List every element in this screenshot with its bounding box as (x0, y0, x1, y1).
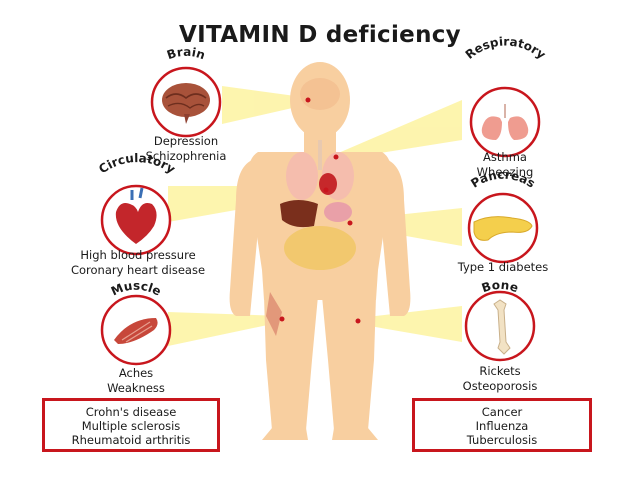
condition-text: Osteoporosis (462, 379, 538, 393)
brain-shadow (300, 78, 340, 110)
intestines (284, 226, 356, 270)
trachea (318, 140, 322, 170)
anchor-dots (279, 97, 361, 324)
box-item: Multiple sclerosis (81, 419, 181, 433)
brain-icon (162, 83, 210, 124)
dot-brain (305, 97, 311, 103)
diagram-title: VITAMIN D deficiency (179, 22, 461, 48)
heart (319, 173, 337, 195)
caption-circulatory: High blood pressure Coronary heart disea… (48, 248, 228, 278)
dot-bone (355, 318, 361, 324)
box-other: Cancer Influenza Tuberculosis (412, 398, 592, 452)
condition-text: Wheezing (476, 165, 534, 179)
organ-circle-bone: Bone (464, 278, 536, 362)
beam-muscle (168, 312, 282, 346)
foot-left (262, 428, 308, 440)
caption-bone: Rickets Osteoporosis (440, 364, 560, 394)
organ-circle-muscle: Muscle (100, 279, 172, 366)
condition-text: Rickets (479, 364, 521, 378)
condition-text: Depression (153, 134, 219, 148)
dot-pancreas (347, 220, 353, 226)
beam-brain (222, 86, 310, 124)
beam-bone (358, 306, 462, 342)
foot-right (332, 428, 378, 440)
condition-text: Schizophrenia (145, 149, 227, 163)
box-item: Tuberculosis (466, 433, 538, 447)
arm-left (229, 160, 262, 316)
box-item: Influenza (475, 419, 529, 433)
condition-text: Aches (118, 366, 154, 380)
bone-icon (493, 299, 511, 355)
liver (280, 200, 318, 228)
caption-muscle: Aches Weakness (76, 366, 196, 396)
beam-respiratory (336, 100, 462, 160)
organ-circle-respiratory: Respiratory (463, 34, 549, 158)
body-silhouette (229, 62, 411, 440)
caption-pancreas: Type 1 diabetes (430, 260, 576, 275)
lungs-icon (481, 104, 529, 140)
internal-organs (266, 78, 356, 336)
arm-right (378, 160, 411, 316)
leg-right (322, 296, 376, 430)
organ-circle-circulatory: Circulatory (96, 151, 178, 256)
dot-circulatory (323, 187, 329, 193)
dot-muscle (279, 316, 285, 322)
dot-respiratory (333, 154, 339, 160)
box-item: Cancer (481, 405, 523, 419)
box-item: Crohn's disease (85, 405, 177, 419)
condition-text: Asthma (483, 150, 527, 164)
stomach (324, 202, 352, 222)
muscle-mark (266, 292, 282, 336)
organ-circle-brain: Brain (150, 45, 222, 138)
condition-text: High blood pressure (80, 248, 196, 262)
box-item: Rheumatoid arthritis (71, 433, 191, 447)
condition-text: Weakness (107, 381, 165, 395)
caption-respiratory: Asthma Wheezing (440, 150, 570, 180)
muscle-icon (114, 318, 158, 344)
pancreas-icon (473, 216, 533, 241)
heart-icon (115, 187, 157, 244)
condition-text: Type 1 diabetes (457, 260, 549, 274)
lung-left (286, 152, 318, 200)
caption-brain: Depression Schizophrenia (116, 134, 256, 164)
box-autoimmune: Crohn's disease Multiple sclerosis Rheum… (42, 398, 220, 452)
organ-circle-pancreas: Pancreas (467, 168, 539, 264)
condition-text: Coronary heart disease (70, 263, 206, 277)
